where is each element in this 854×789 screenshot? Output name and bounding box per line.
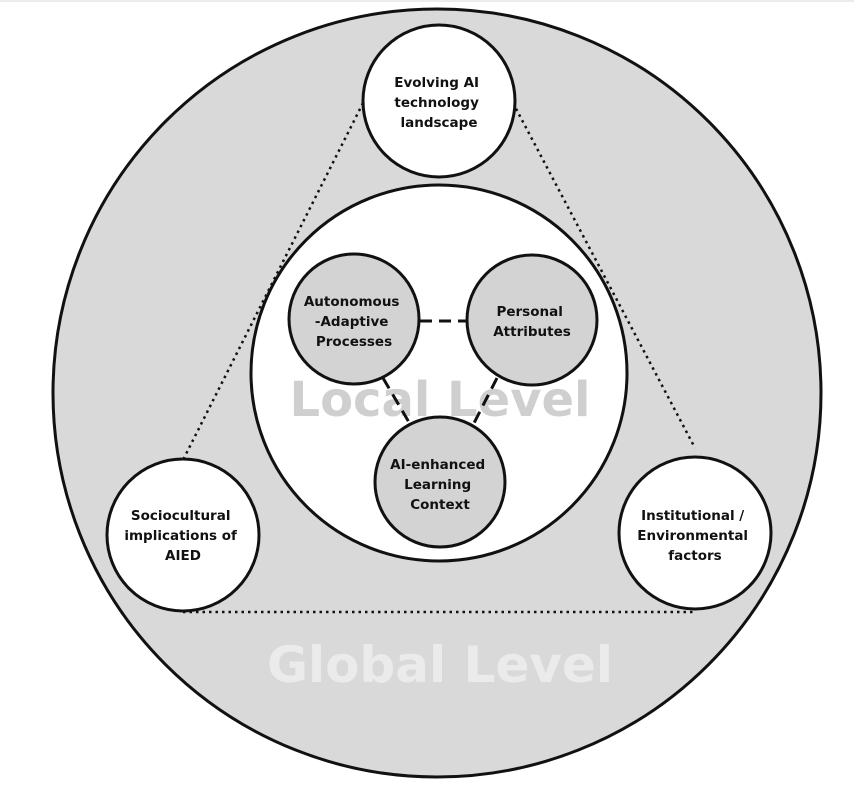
- dashed-link-personal-context: [470, 377, 499, 428]
- outer-node-left-label: Sociocultural implications of AIED: [124, 508, 241, 564]
- outer-node-top-line-3: landscape: [401, 115, 478, 131]
- outer-node-right: Institutional / Environmental factors: [617, 455, 773, 611]
- outer-node-left-circle: [105, 457, 261, 613]
- inner-node-personal-circle: [465, 253, 599, 387]
- inner-node-personal-line-1: Personal: [496, 304, 562, 320]
- outer-node-right-line-1: Institutional /: [641, 508, 744, 524]
- outer-node-right-line-3: factors: [668, 548, 721, 564]
- inner-node-autonomous-line-2: -Adaptive: [315, 314, 389, 330]
- dashed-link-autonomous-context: [381, 377, 412, 425]
- dotted-triangle: [181, 102, 697, 614]
- inner-node-autonomous: Autonomous -Adaptive Processes: [287, 252, 421, 386]
- outer-node-right-label: Institutional / Environmental factors: [637, 508, 753, 564]
- outer-node-top-line-1: Evolving AI: [394, 75, 479, 91]
- inner-node-autonomous-label: Autonomous -Adaptive Processes: [304, 294, 404, 350]
- inner-node-context-line-2: Learning: [404, 477, 471, 493]
- inner-node-personal-line-2: Attributes: [493, 324, 571, 340]
- inner-node-context-circle: [373, 415, 507, 549]
- inner-node-context: AI-enhanced Learning Context: [373, 415, 507, 549]
- outer-node-right-line-2: Environmental: [637, 528, 748, 544]
- inner-node-personal: Personal Attributes: [465, 253, 599, 387]
- inner-node-autonomous-line-3: Processes: [316, 334, 392, 350]
- inner-node-context-label: AI-enhanced Learning Context: [390, 457, 490, 513]
- outer-node-left-line-3: AIED: [165, 548, 201, 564]
- outer-node-left: Sociocultural implications of AIED: [105, 457, 261, 613]
- outer-node-right-circle: [617, 455, 773, 611]
- global-level-label: Global Level: [267, 636, 613, 694]
- inner-node-context-line-1: AI-enhanced: [390, 457, 485, 473]
- outer-node-top-label: Evolving AI technology landscape: [394, 75, 484, 131]
- inner-node-autonomous-circle: [287, 252, 421, 386]
- outer-node-top-circle: [361, 23, 517, 179]
- dashed-connectors: [381, 319, 499, 428]
- outer-node-top-line-2: technology: [394, 95, 479, 111]
- outer-node-left-line-1: Sociocultural: [131, 508, 231, 524]
- inner-node-personal-label: Personal Attributes: [493, 304, 571, 340]
- dotted-edge-top-right: [511, 102, 697, 449]
- inner-node-autonomous-line-1: Autonomous: [304, 294, 400, 310]
- outer-node-left-line-2: implications of: [124, 528, 237, 544]
- dotted-edge-top-left: [181, 102, 365, 461]
- outer-node-top: Evolving AI technology landscape: [361, 23, 517, 179]
- inner-node-context-line-3: Context: [410, 497, 470, 513]
